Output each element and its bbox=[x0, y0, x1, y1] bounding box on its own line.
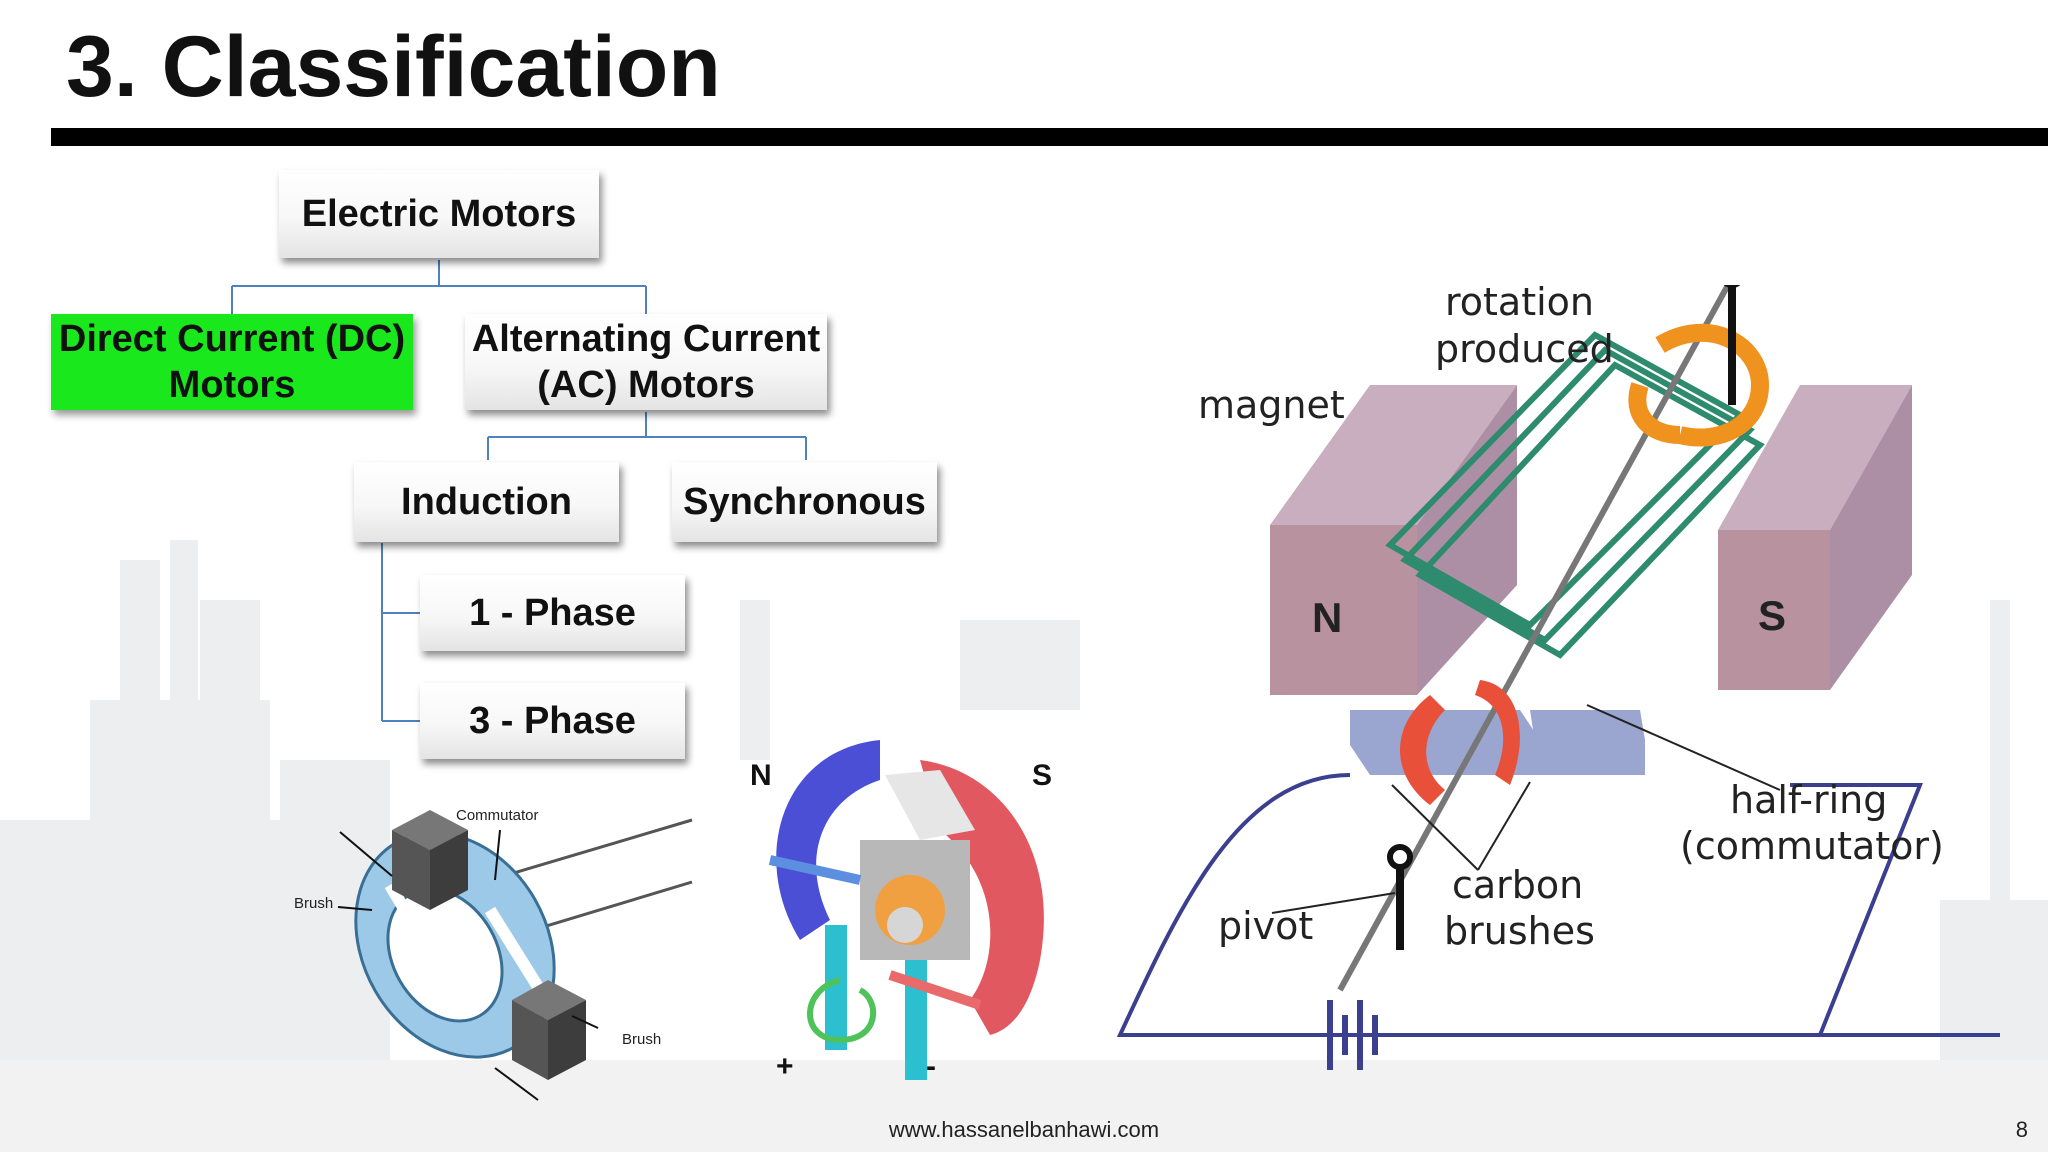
half-ring-line2: (commutator) bbox=[1680, 824, 1944, 868]
induction-label: Induction bbox=[401, 481, 572, 523]
cutaway-north-label: N bbox=[750, 759, 772, 792]
half-ring-line1: half-ring bbox=[1730, 778, 1887, 822]
cutaway-south-label: S bbox=[1032, 759, 1052, 792]
commutator-label: Commutator bbox=[456, 807, 539, 824]
title-underline bbox=[51, 128, 2048, 146]
dc-motors-node: Direct Current (DC) Motors bbox=[51, 314, 413, 410]
slide-title: 3. Classification bbox=[66, 19, 721, 115]
electric-motors-node: Electric Motors bbox=[279, 170, 599, 258]
pivot-label: pivot bbox=[1218, 904, 1313, 948]
ac-motors-label: Alternating Current (AC) Motors bbox=[471, 318, 821, 406]
commutator-illustration: Commutator Brush Brush bbox=[294, 807, 693, 1101]
rotation-produced-line2: produced bbox=[1435, 327, 1614, 371]
magnet-label: magnet bbox=[1198, 383, 1345, 427]
one-phase-label: 1 - Phase bbox=[469, 592, 636, 634]
dc-motor-diagram: rotation produced magnet N S half-ring (… bbox=[1116, 285, 2000, 1070]
three-phase-label: 3 - Phase bbox=[469, 700, 636, 742]
ac-motors-node: Alternating Current (AC) Motors bbox=[465, 314, 827, 410]
footer-url: www.hassanelbanhawi.com bbox=[888, 1117, 1160, 1142]
carbon-brushes-line1: carbon bbox=[1452, 863, 1583, 907]
brush-right-label: Brush bbox=[622, 1031, 661, 1048]
synchronous-label: Synchronous bbox=[683, 481, 926, 523]
carbon-brushes-line2: brushes bbox=[1444, 909, 1595, 953]
brush-left-label: Brush bbox=[294, 895, 333, 912]
cutaway-plus-label: + bbox=[776, 1050, 794, 1083]
magnet-north-label: N bbox=[1312, 594, 1342, 641]
rotation-produced-line1: rotation bbox=[1445, 285, 1594, 324]
induction-node: Induction bbox=[354, 462, 619, 542]
synchronous-node: Synchronous bbox=[672, 462, 937, 542]
magnet-south-label: S bbox=[1758, 592, 1786, 639]
three-phase-node: 3 - Phase bbox=[420, 683, 685, 759]
cutaway-minus-label: - bbox=[926, 1050, 936, 1083]
dc-motors-label: Direct Current (DC) Motors bbox=[58, 318, 406, 406]
motor-cutaway-illustration: N S + - bbox=[750, 740, 1052, 1083]
one-phase-node: 1 - Phase bbox=[420, 575, 685, 651]
electric-motors-label: Electric Motors bbox=[301, 193, 577, 235]
page-number: 8 bbox=[2015, 1117, 2028, 1142]
